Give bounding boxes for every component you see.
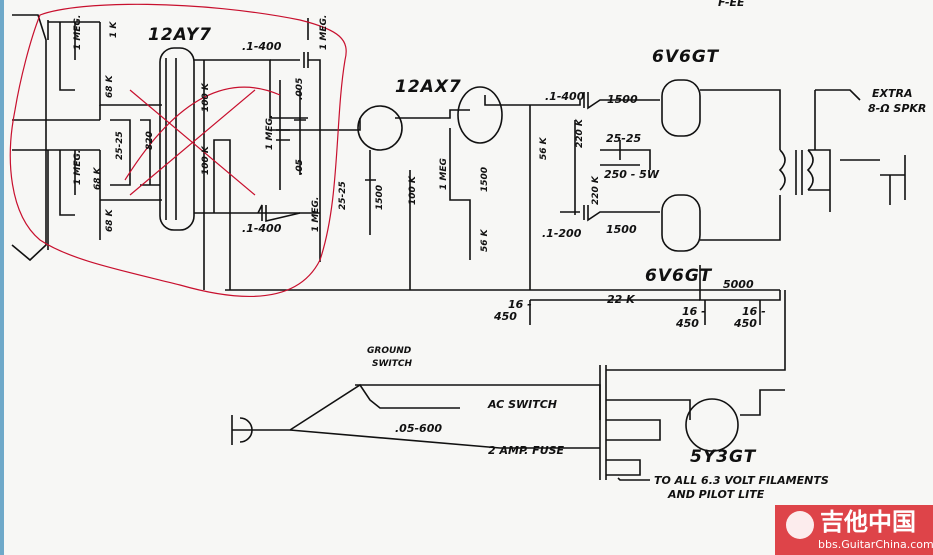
label-r-1500-b: 1500 <box>480 167 490 192</box>
label-r-1k: 1 K <box>109 21 119 38</box>
label-ac-switch: AC SWITCH <box>487 398 557 411</box>
tube-label-power-top: 6V6GT <box>652 47 719 67</box>
label-r-68k-c: 68 K <box>105 208 115 232</box>
label-r-100k-c: 100 K <box>408 175 418 205</box>
label-r-220k-a: 220 K <box>575 118 585 148</box>
tube-label-preamp-2: 12AX7 <box>395 77 462 97</box>
label-c-1-400-a: .1-400 <box>242 40 282 53</box>
label-r-1meg-a: 1 MEG. <box>73 15 83 50</box>
watermark-url: bbs.GuitarChina.com <box>818 538 933 551</box>
label-r-68k-b: 68 K <box>93 166 103 190</box>
label-filaments-1: TO ALL 6.3 VOLT FILAMENTS <box>654 474 829 487</box>
tube-label-preamp-1: 12AY7 <box>148 25 212 45</box>
label-c-16-450-c: 16 - <box>742 305 766 318</box>
red-markup <box>9 3 347 298</box>
label-ground-switch-2: SWITCH <box>372 359 413 369</box>
label-r-22k: 22 K <box>607 293 636 306</box>
label-c-16-450-c2: 450 <box>733 317 757 330</box>
label-top-fragment: F-EE <box>718 0 745 9</box>
label-pot-1meg-a: 1 MEG. <box>319 15 329 50</box>
label-r-250-5w: 250 - 5W <box>604 168 660 181</box>
label-r-820: 820 <box>145 131 155 150</box>
label-r-56k-a: 56 K <box>480 228 490 252</box>
watermark: 吉他中国 bbs.GuitarChina.com <box>775 505 933 555</box>
label-extra-speaker-2: 8-Ω SPKR <box>868 102 926 115</box>
label-c-16-450-b2: 450 <box>675 317 699 330</box>
label-extra-speaker-1: EXTRA <box>872 87 912 100</box>
label-c-05-600: .05-600 <box>395 422 442 435</box>
label-c-25-25-c: 25-25 <box>606 132 642 145</box>
tube-label-power-bottom: 6V6GT <box>645 266 712 286</box>
label-c-1-400-b: .1-400 <box>242 222 282 235</box>
label-r-68k-a: 68 K <box>105 74 115 98</box>
label-r-1500-a: 1500 <box>375 185 385 210</box>
label-c-25-25-b: 25-25 <box>338 181 348 210</box>
label-r-1500-d: 1500 <box>606 223 637 236</box>
label-pot-1meg-b: 1 MEG. <box>265 115 275 150</box>
label-filaments-2: AND PILOT LITE <box>667 488 765 501</box>
label-r-56k-b: 56 K <box>539 136 549 160</box>
label-fuse: 2 AMP. FUSE <box>488 444 565 457</box>
label-c-1-200: .1-200 <box>542 227 582 240</box>
label-r-1500-c: 1500 <box>607 93 638 106</box>
window-edge-strip <box>0 0 4 555</box>
label-c-25-25-a: 25-25 <box>115 131 125 160</box>
label-r-1meg-grid: 1 MEG <box>439 158 449 190</box>
label-c-1-400-c: .1-400 <box>545 90 585 103</box>
label-c-16-450-a: 16 - <box>508 298 532 311</box>
label-r-220k-b: 220 K <box>591 175 601 205</box>
label-r-100k-a: 100 K <box>201 82 211 112</box>
label-pot-1meg-c: 1 MEG. <box>311 197 321 232</box>
label-r-5000: 5000 <box>723 278 754 291</box>
label-ground-switch-1: GROUND <box>367 346 412 356</box>
tube-label-rectifier: 5Y3GT <box>690 447 757 467</box>
label-c-16-450-b: 16 - <box>682 305 706 318</box>
guitar-logo-icon <box>786 511 814 539</box>
watermark-title: 吉他中国 <box>820 508 916 536</box>
label-r-1meg-b: 1 MEG. <box>73 150 83 185</box>
label-c-05: .05 <box>295 159 305 175</box>
label-r-100k-b: 100 K <box>201 145 211 175</box>
label-c-005: .005 <box>295 78 305 100</box>
label-c-16-450-a2: 450 <box>493 310 517 323</box>
